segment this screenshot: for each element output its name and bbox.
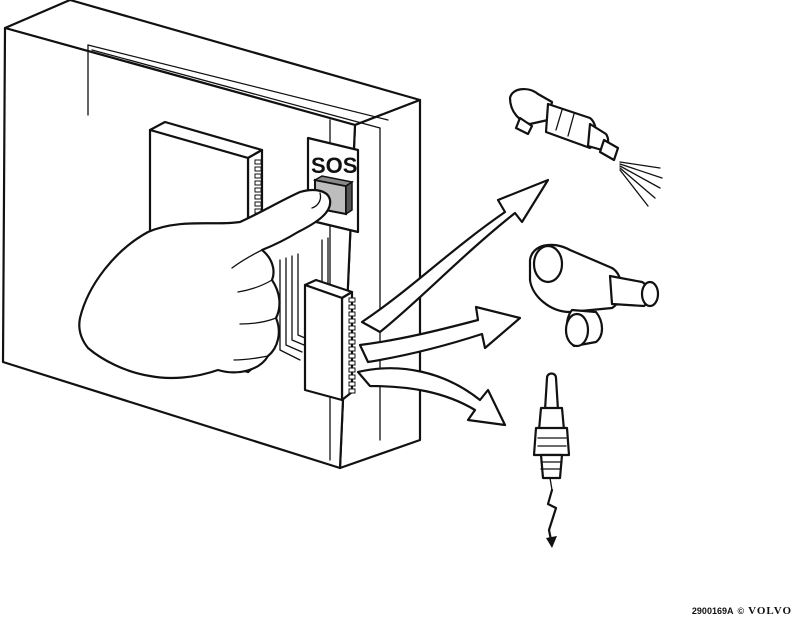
arrow-to-injector <box>360 178 550 334</box>
fuel-spray <box>619 161 663 207</box>
chip-pin <box>348 318 356 324</box>
chip-pin <box>254 187 262 193</box>
arrow-to-spark-plug <box>356 367 507 427</box>
circuit-traces <box>279 237 329 361</box>
chip-pin <box>348 388 356 394</box>
idle-air-valve <box>528 243 660 348</box>
chip-pin <box>254 159 262 165</box>
fuel-injector <box>508 88 663 207</box>
chip-pin <box>254 180 262 186</box>
arrow-to-idle-valve <box>358 305 522 364</box>
chip-pin <box>348 374 356 380</box>
chip-pin <box>348 360 356 366</box>
chip-pin <box>254 166 262 172</box>
chip-pin <box>254 194 262 200</box>
chip-pin <box>348 353 356 359</box>
sos-label: SOS <box>311 153 357 178</box>
ic-chip-right <box>303 278 356 402</box>
figure-id: 2900169A <box>691 606 734 616</box>
chip-pin <box>348 325 356 331</box>
brand-name: VOLVO <box>748 605 792 617</box>
pressing-hand <box>78 189 332 380</box>
chip-pin <box>348 311 356 317</box>
copyright-symbol: © <box>737 606 745 616</box>
chip-pin <box>348 346 356 352</box>
figure-footer: 2900169A © VOLVO <box>692 605 792 617</box>
spark-plug <box>532 372 571 548</box>
chip-pin <box>348 332 356 338</box>
chip-pin <box>348 381 356 387</box>
chip-pin <box>348 339 356 345</box>
chip-pin <box>348 304 356 310</box>
chip-pin <box>348 367 356 373</box>
chip-pin <box>254 201 262 207</box>
chip-pin <box>348 297 356 303</box>
chip-pin <box>254 173 262 179</box>
